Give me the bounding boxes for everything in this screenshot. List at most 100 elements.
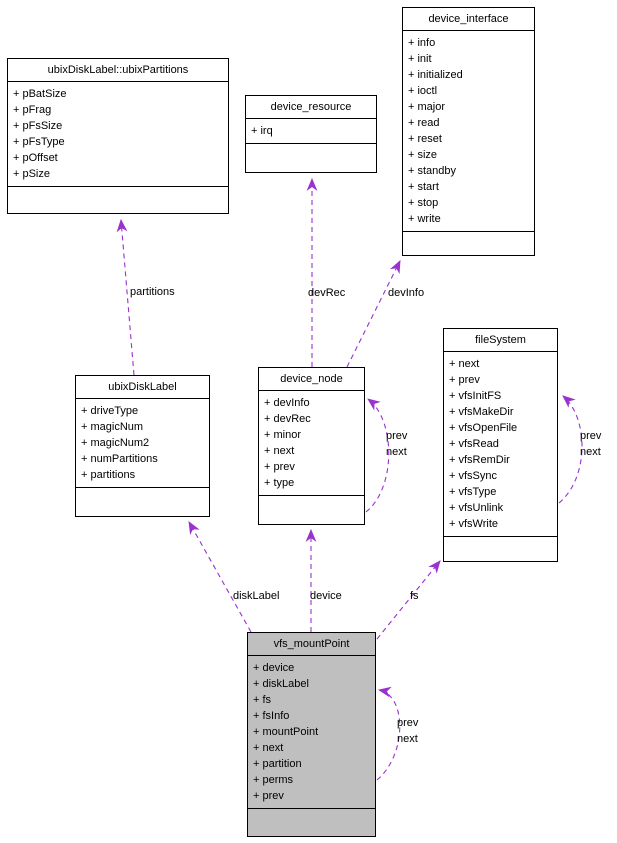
class-field: + next xyxy=(253,742,284,754)
class-title: fileSystem xyxy=(444,329,557,352)
class-field: + vfsRemDir xyxy=(449,454,510,466)
class-field: + mountPoint xyxy=(253,726,319,738)
class-field: + vfsMakeDir xyxy=(449,406,514,418)
class-title: device_interface xyxy=(403,8,534,31)
edge-label-devinfo: devInfo xyxy=(388,285,424,301)
class-methods-compartment xyxy=(444,536,557,561)
class-field: + fs xyxy=(253,694,272,706)
edge-label-disklabel: diskLabel xyxy=(233,588,279,604)
class-field: + write xyxy=(408,213,441,225)
class-methods-compartment xyxy=(246,143,376,172)
edge-label-line: diskLabel xyxy=(233,590,280,602)
edge-label-line: next xyxy=(397,733,418,745)
class-title: device_resource xyxy=(246,96,376,119)
edge-label-line: prev xyxy=(397,717,419,729)
class-field: + major xyxy=(408,101,445,113)
class-fields: + irq xyxy=(246,119,376,143)
class-fields: + driveType+ magicNum+ magicNum2+ numPar… xyxy=(76,399,209,487)
class-box-device-resource[interactable]: device_resource + irq xyxy=(245,95,377,173)
class-field: + device xyxy=(253,662,295,674)
class-field: + pBatSize xyxy=(13,88,67,100)
edge-label-line: fs xyxy=(410,590,419,602)
class-box-ubix-partitions[interactable]: ubixDiskLabel::ubixPartitions + pBatSize… xyxy=(7,58,229,214)
edge-label-line: devRec xyxy=(308,287,346,299)
class-field: + init xyxy=(408,53,432,65)
class-box-vfs-mount-point: vfs_mountPoint + device+ diskLabel+ fs+ … xyxy=(247,632,376,837)
class-box-device-interface[interactable]: device_interface + info + init + initializ… xyxy=(402,7,535,256)
class-methods-compartment xyxy=(248,808,375,836)
class-field: + start xyxy=(408,181,439,193)
edge-label-devrec: devRec xyxy=(308,285,345,301)
class-title: ubixDiskLabel xyxy=(76,376,209,399)
class-field: + prev xyxy=(264,461,295,473)
class-fields: + pBatSize + pFrag + pFsSize + pFsType + pOf… xyxy=(8,82,228,186)
class-field: + pSize xyxy=(13,168,50,180)
class-field: + minor xyxy=(264,429,301,441)
class-title: device_node xyxy=(259,368,364,391)
class-field: + next xyxy=(264,445,295,457)
edge-label-line: prev xyxy=(580,430,602,442)
class-field: + devRec xyxy=(264,413,311,425)
class-field: + devInfo xyxy=(264,397,310,409)
class-fields: + device+ diskLabel+ fs+ fsInfo+ mountPo… xyxy=(248,656,375,808)
class-field: + vfsInitFS xyxy=(449,390,502,402)
edge-label-line: device xyxy=(310,590,342,602)
class-field: + vfsRead xyxy=(449,438,499,450)
class-box-file-system[interactable]: fileSystem + next + prev + vfsInitFS + vfsM… xyxy=(443,328,558,562)
edge-label-vfs-prev-next: prev next xyxy=(397,715,418,747)
edge-devinfo xyxy=(346,260,401,368)
edge-label-line: next xyxy=(580,446,601,458)
class-field: + type xyxy=(264,477,295,489)
class-field: + irq xyxy=(251,125,273,137)
class-field: + vfsType xyxy=(449,486,497,498)
edge-filesystem-self-loop xyxy=(558,395,583,504)
edge-label-filesystem-prev-next: prev next xyxy=(580,428,601,460)
class-field: + vfsSync xyxy=(449,470,497,482)
class-field: + magicNum xyxy=(81,421,144,433)
class-field: + pFsType xyxy=(13,136,65,148)
class-field: + info xyxy=(408,37,436,49)
class-field: + perms xyxy=(253,774,294,786)
class-methods-compartment xyxy=(8,186,228,213)
edge-label-line: partitions xyxy=(130,286,175,298)
class-field: + driveType xyxy=(81,405,139,417)
class-methods-compartment xyxy=(259,495,364,524)
class-field: + pFrag xyxy=(13,104,52,116)
edge-label-line: devInfo xyxy=(388,287,425,299)
edge-label-device: device xyxy=(310,588,342,604)
class-field: + vfsWrite xyxy=(449,518,499,530)
class-methods-compartment xyxy=(403,231,534,255)
class-field: + reset xyxy=(408,133,442,145)
class-field: + pFsSize xyxy=(13,120,63,132)
class-title: ubixDiskLabel::ubixPartitions xyxy=(8,59,228,82)
class-box-ubix-disk-label[interactable]: ubixDiskLabel + driveType+ magicNum+ mag… xyxy=(75,375,210,517)
class-field: + stop xyxy=(408,197,439,209)
class-field: + size xyxy=(408,149,438,161)
class-field: + standby xyxy=(408,165,457,177)
class-field: + pOffset xyxy=(13,152,58,164)
class-field: + vfsUnlink xyxy=(449,502,504,514)
class-field: + ioctl xyxy=(408,85,438,97)
class-methods-compartment xyxy=(76,487,209,516)
class-field: + partitions xyxy=(81,469,136,481)
class-fields: + devInfo + devRec + minor + next + prev + ty… xyxy=(259,391,364,495)
edge-label-partitions: partitions xyxy=(130,284,175,300)
edge-disklabel xyxy=(188,521,252,633)
class-box-device-node[interactable]: device_node + devInfo + devRec + minor + ne… xyxy=(258,367,365,525)
class-field: + partition xyxy=(253,758,302,770)
class-title: vfs_mountPoint xyxy=(248,633,375,656)
class-field: + read xyxy=(408,117,440,129)
class-field: + vfsOpenFile xyxy=(449,422,518,434)
class-field: + initialized xyxy=(408,69,463,81)
class-field: + next xyxy=(449,358,480,370)
class-field: + fsInfo xyxy=(253,710,290,722)
class-field: + numPartitions xyxy=(81,453,158,465)
class-fields: + info + init + initialized + ioctl + major +… xyxy=(403,31,534,231)
class-fields: + next + prev + vfsInitFS + vfsMakeDir + vfs… xyxy=(444,352,557,536)
edge-label-fs: fs xyxy=(410,588,419,604)
class-field: + prev xyxy=(449,374,480,386)
class-field: + prev xyxy=(253,790,284,802)
edge-label-line: prev xyxy=(386,430,408,442)
